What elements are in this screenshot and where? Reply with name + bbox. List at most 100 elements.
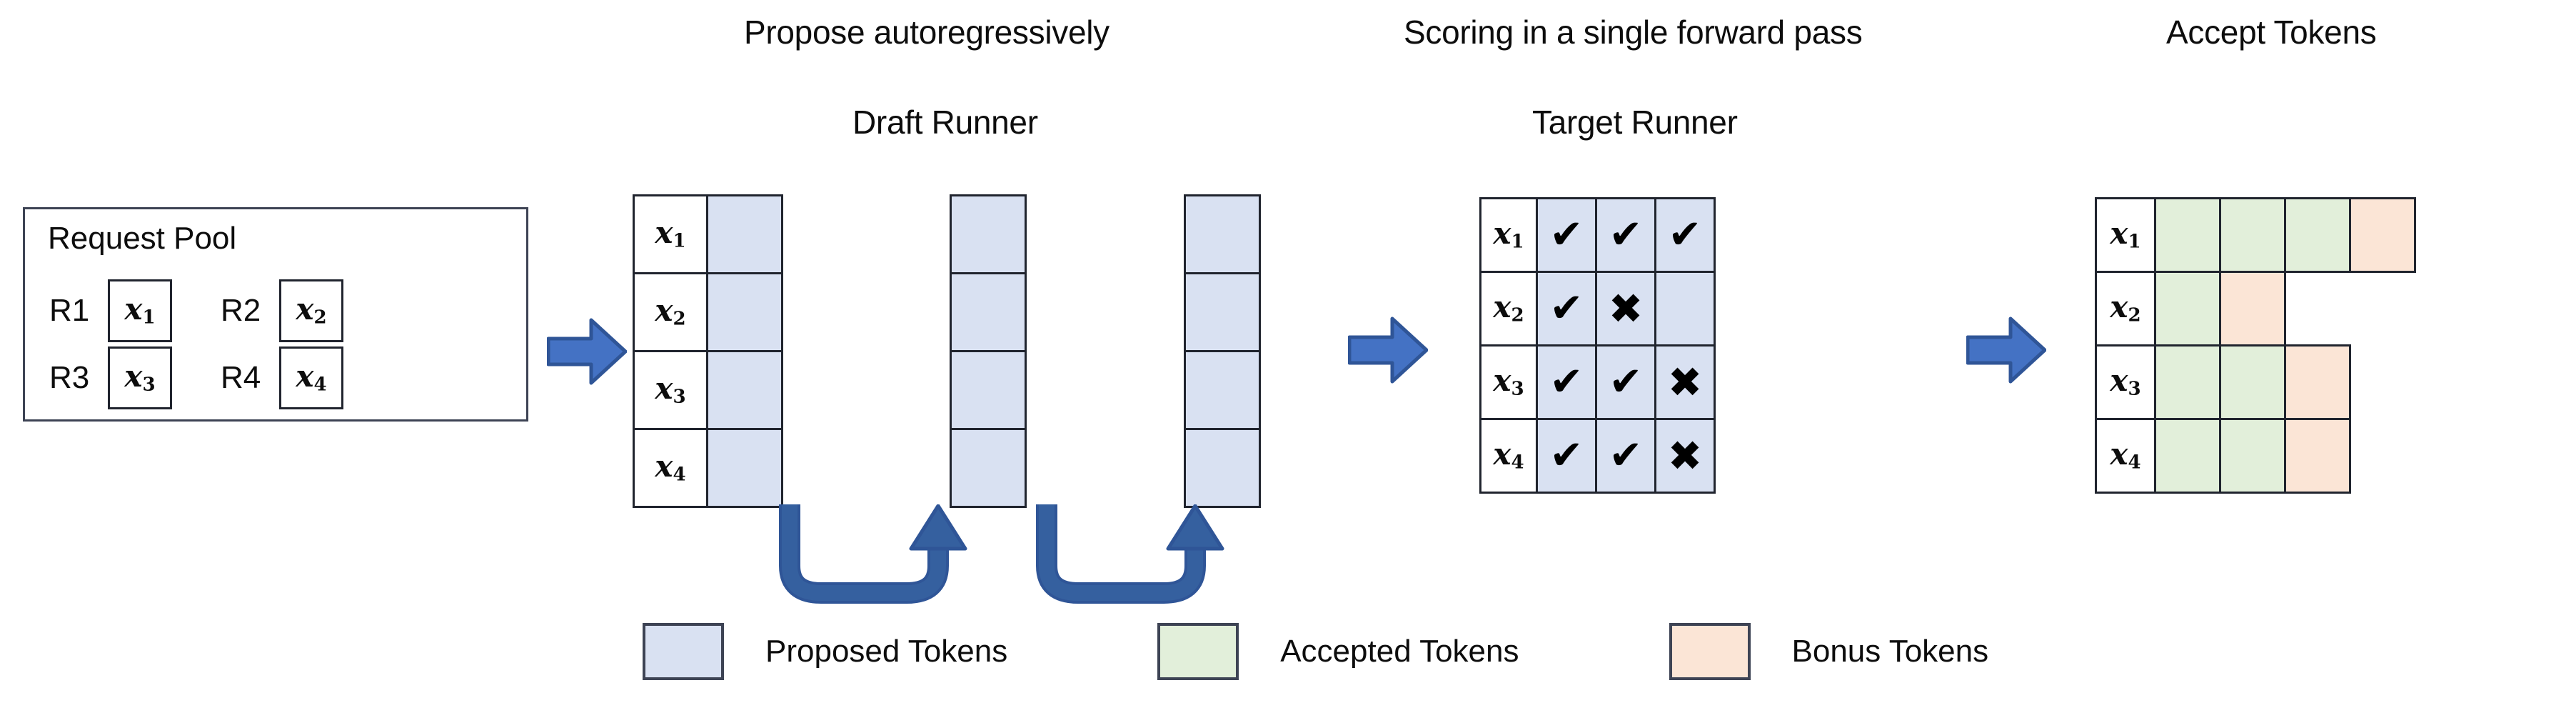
- target-cell-x4-c1[interactable]: ✔: [1536, 418, 1597, 494]
- request-entry-r1[interactable]: R1 x1: [49, 279, 172, 342]
- accept-cell-x3-c1[interactable]: [2154, 344, 2221, 420]
- target-runner-row-x1: x1 ✔ ✔ ✔: [1479, 197, 1716, 273]
- cross-icon: ✖: [1667, 358, 1703, 407]
- request-label-r2: R2: [221, 293, 261, 328]
- request-entry-r4[interactable]: R4 x4: [221, 346, 343, 409]
- target-cell-x4-c2[interactable]: ✔: [1595, 418, 1656, 494]
- target-row-label-x1: x1: [1479, 197, 1538, 273]
- target-cell-x1-c1[interactable]: ✔: [1536, 197, 1597, 273]
- draft-cell-x3-c3[interactable]: [1184, 350, 1261, 430]
- token-glyph-x4: x4: [296, 359, 327, 396]
- draft-cell-x2-c1[interactable]: [706, 272, 783, 352]
- flow-arrow-draft-to-target: [1348, 316, 1428, 384]
- legend-item-proposed: Proposed Tokens: [643, 623, 1007, 680]
- request-pool-row-1: R1 x1 R2 x2: [49, 279, 343, 342]
- accept-row-x4: x4: [2095, 418, 2414, 494]
- target-cell-x2-c1[interactable]: ✔: [1536, 271, 1597, 346]
- accept-cell-x3-c3-bonus[interactable]: [2284, 344, 2351, 420]
- draft-cell-x4-c3[interactable]: [1184, 428, 1261, 508]
- accept-cell-x4-c1[interactable]: [2154, 418, 2221, 494]
- legend-label-bonus: Bonus Tokens: [1791, 634, 1989, 669]
- accept-cell-x1-c1[interactable]: [2154, 197, 2221, 273]
- legend-swatch-bonus-icon: [1669, 623, 1751, 680]
- check-icon: ✔: [1609, 211, 1643, 258]
- draft-cell-x4-c1[interactable]: [706, 428, 783, 508]
- accept-cell-x2-c2-bonus[interactable]: [2219, 271, 2286, 346]
- target-cell-x3-c3[interactable]: ✖: [1654, 344, 1716, 420]
- draft-row-label-x3: x3: [633, 350, 708, 430]
- target-cell-x3-c2[interactable]: ✔: [1595, 344, 1656, 420]
- request-token-box-r3: x3: [108, 346, 172, 409]
- target-cell-x2-c2[interactable]: ✖: [1595, 271, 1656, 346]
- legend-item-accepted: Accepted Tokens: [1157, 623, 1519, 680]
- subtitle-target-runner: Target Runner: [1532, 104, 1738, 141]
- legend-swatch-proposed-icon: [643, 623, 724, 680]
- target-runner-grid: x1 ✔ ✔ ✔ x2 ✔ ✖ x: [1479, 197, 1716, 494]
- loop-arrow-col2-to-col3: [1036, 504, 1224, 604]
- cross-icon: ✖: [1667, 432, 1703, 480]
- request-pool-row-2: R3 x3 R4 x4: [49, 346, 343, 409]
- subtitle-draft-runner: Draft Runner: [852, 104, 1038, 141]
- accept-row-x2: x2: [2095, 271, 2414, 346]
- target-cell-x3-c1[interactable]: ✔: [1536, 344, 1597, 420]
- token-glyph-x1: x1: [124, 291, 156, 329]
- token-glyph-x3: x3: [124, 359, 156, 396]
- legend: Proposed Tokens Accepted Tokens Bonus To…: [643, 616, 1988, 687]
- accept-cell-x4-c2[interactable]: [2219, 418, 2286, 494]
- draft-runner-row-x2: x2: [633, 272, 783, 352]
- request-pool-panel: Request Pool R1 x1 R2 x2 R3 x3: [23, 207, 528, 422]
- flow-arrow-target-to-accept: [1966, 316, 2046, 384]
- legend-item-bonus: Bonus Tokens: [1669, 623, 1989, 680]
- target-row-label-x2: x2: [1479, 271, 1538, 346]
- request-pool-heading: Request Pool: [48, 221, 237, 256]
- request-entry-r3[interactable]: R3 x3: [49, 346, 172, 409]
- accept-row-x3: x3: [2095, 344, 2416, 420]
- accept-tokens-grid: x1 x2 x3 x4: [2095, 197, 2416, 494]
- accept-cell-x1-c3[interactable]: [2284, 197, 2351, 273]
- token-glyph-x2: x2: [296, 291, 327, 329]
- draft-runner-grid: x1 x2 x3 x4: [633, 194, 783, 508]
- accept-cell-x4-c3-bonus[interactable]: [2284, 418, 2351, 494]
- accept-cell-x3-c2[interactable]: [2219, 344, 2286, 420]
- accept-row-x1: x1: [2095, 197, 2416, 273]
- draft-cell-x3-c1[interactable]: [706, 350, 783, 430]
- target-cell-x2-c3[interactable]: [1654, 271, 1716, 346]
- check-icon: ✔: [1549, 285, 1584, 331]
- request-label-r3: R3: [49, 360, 90, 395]
- accept-cell-x3-empty-1: [2349, 344, 2416, 420]
- draft-runner-row-x3: x3: [633, 350, 783, 430]
- target-row-label-x3: x3: [1479, 344, 1538, 420]
- legend-swatch-accepted-icon: [1157, 623, 1239, 680]
- draft-cell-x1-c3[interactable]: [1184, 194, 1261, 274]
- draft-cell-x2-c2[interactable]: [950, 272, 1027, 352]
- check-icon: ✔: [1609, 432, 1643, 479]
- draft-cell-x4-c2[interactable]: [950, 428, 1027, 508]
- draft-runner-column-3: [1184, 194, 1261, 508]
- flow-arrow-pool-to-draft: [547, 318, 627, 385]
- title-accept-tokens: Accept Tokens: [2166, 14, 2377, 51]
- draft-cell-x2-c3[interactable]: [1184, 272, 1261, 352]
- target-cell-x1-c3[interactable]: ✔: [1654, 197, 1716, 273]
- check-icon: ✔: [1609, 359, 1643, 405]
- accept-row-label-x1: x1: [2095, 197, 2156, 273]
- request-label-r4: R4: [221, 360, 261, 395]
- draft-cell-x1-c2[interactable]: [950, 194, 1027, 274]
- draft-runner-column-2: [950, 194, 1027, 508]
- accept-cell-x1-c4-bonus[interactable]: [2349, 197, 2416, 273]
- request-label-r1: R1: [49, 293, 90, 328]
- draft-cell-x1-c1[interactable]: [706, 194, 783, 274]
- draft-row-label-x2: x2: [633, 272, 708, 352]
- check-icon: ✔: [1549, 211, 1584, 258]
- accept-row-label-x4: x4: [2095, 418, 2156, 494]
- target-cell-x1-c2[interactable]: ✔: [1595, 197, 1656, 273]
- draft-row-label-x1: x1: [633, 194, 708, 274]
- target-cell-x4-c3[interactable]: ✖: [1654, 418, 1716, 494]
- accept-cell-x2-c1[interactable]: [2154, 271, 2221, 346]
- request-entry-r2[interactable]: R2 x2: [221, 279, 343, 342]
- accept-cell-x1-c2[interactable]: [2219, 197, 2286, 273]
- legend-label-accepted: Accepted Tokens: [1280, 634, 1519, 669]
- target-runner-row-x3: x3 ✔ ✔ ✖: [1479, 344, 1716, 420]
- request-token-box-r1: x1: [108, 279, 172, 342]
- draft-cell-x3-c2[interactable]: [950, 350, 1027, 430]
